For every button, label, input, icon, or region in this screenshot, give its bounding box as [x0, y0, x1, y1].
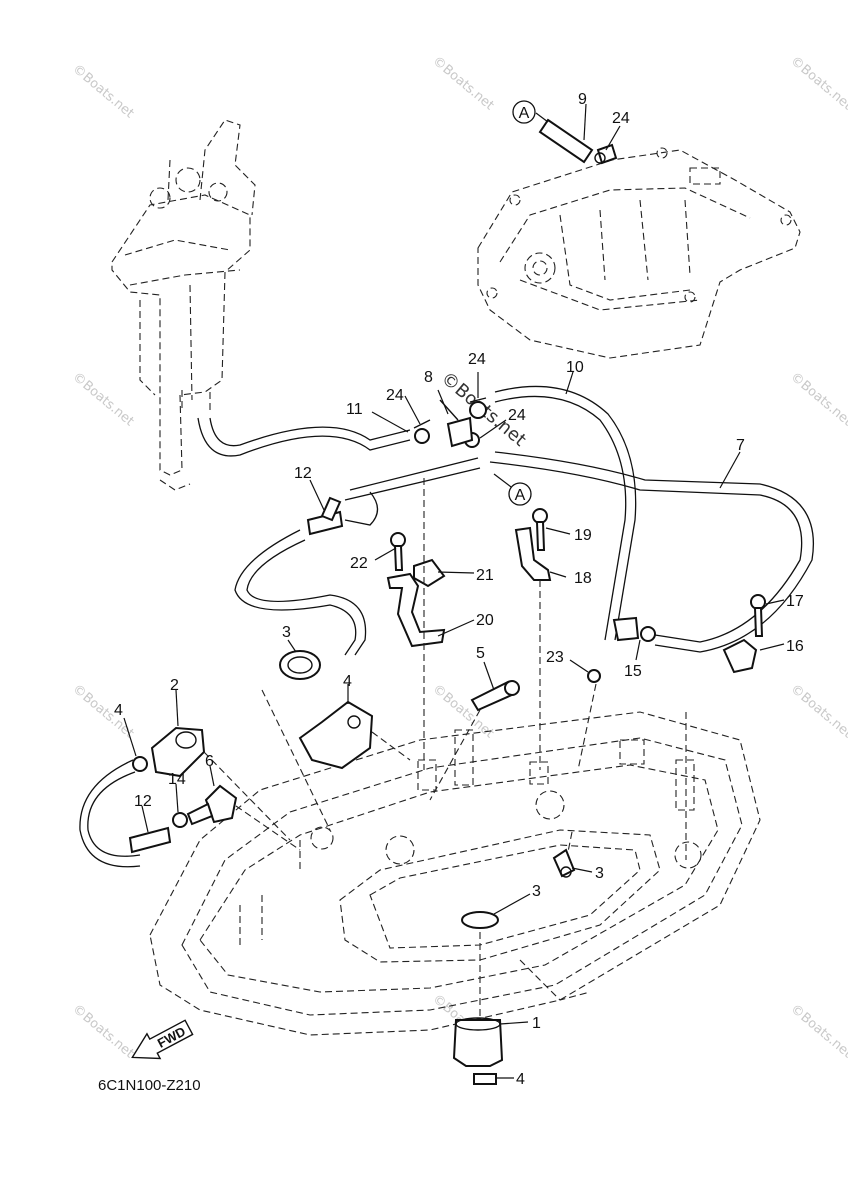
- grommet-3b: [461, 911, 499, 929]
- watermark: ©Boats.net: [69, 370, 136, 430]
- screw-7: [470, 680, 520, 712]
- hoses: [79, 118, 814, 868]
- clamp-16: [722, 638, 758, 674]
- callout-15: 14: [168, 771, 186, 788]
- clip-15b: [172, 812, 188, 828]
- callout-13: 12: [294, 465, 312, 482]
- callout-11: 9: [578, 91, 587, 108]
- bottom-cowling: [149, 711, 761, 1036]
- watermark: ©Boats.net: [69, 62, 136, 122]
- grommet-1: [452, 1017, 504, 1067]
- callout-6: 4: [343, 673, 352, 690]
- bracket-18: [514, 526, 552, 581]
- callout-16: 16: [786, 638, 804, 655]
- callout-8: 6: [205, 753, 214, 770]
- bolt-22: [390, 532, 406, 571]
- callout-12: 11: [346, 401, 363, 418]
- fitting-5: [552, 848, 576, 878]
- fwd-label: FWD: [155, 1024, 188, 1051]
- callout-14: 12: [134, 793, 152, 810]
- clip-4a: [132, 756, 148, 772]
- watermarks: ©Boats.net ©Boats.net ©Boats.net ©Boats.…: [69, 54, 848, 1062]
- hose-12-right: [494, 395, 627, 641]
- hose-clip-24b: [413, 419, 431, 444]
- clip-4b: [473, 1073, 497, 1085]
- hose-9: [489, 461, 803, 643]
- diagram-code: 6C1N100-Z210: [98, 1077, 201, 1094]
- ref-marker-label: A: [519, 105, 530, 122]
- callout-1: 1: [532, 1015, 541, 1032]
- hose-14-piece: [128, 826, 172, 854]
- hose-13-lower: [234, 529, 357, 656]
- watermark: ©Boats.net: [787, 682, 848, 742]
- callout-24: 24: [508, 407, 526, 424]
- leader-lines: [123, 103, 785, 1079]
- callout-12: 10: [566, 359, 584, 376]
- engine-block: [111, 119, 256, 491]
- hose-14: [87, 771, 141, 857]
- hose-12-left: [197, 417, 411, 457]
- grommet-3a: [279, 650, 321, 680]
- callout-18: 18: [574, 570, 592, 587]
- hose-11: [538, 118, 594, 164]
- ref-marker-a-top: A: [512, 100, 536, 124]
- callout-4: 4: [516, 1071, 525, 1088]
- callout-24: 24: [612, 110, 630, 127]
- bracket-20: [386, 572, 446, 648]
- watermark: ©Boats.net: [787, 370, 848, 430]
- grommet-23: [587, 669, 601, 683]
- grommet-2: [150, 726, 206, 778]
- watermark: ©Boats.net: [429, 682, 496, 742]
- ref-marker-a-mid: A: [508, 482, 532, 506]
- bolt-19: [532, 508, 548, 551]
- fitting-8: [186, 784, 238, 826]
- watermark: ©Boats.net: [69, 1002, 136, 1062]
- callout-23: 23: [546, 649, 564, 666]
- parts: [128, 143, 766, 1085]
- callouts: 9 24 10 24 8 24 24 11 7 12 22 21 20 19 1…: [114, 91, 804, 1088]
- clamp-21: [413, 558, 446, 588]
- callout-19: 19: [574, 527, 592, 544]
- callout-9: 7: [736, 437, 745, 454]
- ref-marker-label: A: [515, 487, 526, 504]
- watermark: ©Boats.net: [429, 54, 496, 114]
- callout-7: 5: [476, 645, 485, 662]
- callout-17: 17: [786, 593, 804, 610]
- hose-13-upper: [344, 467, 481, 501]
- callout-20: 20: [476, 612, 494, 629]
- callout-21: 21: [476, 567, 494, 584]
- callout-10: 8: [424, 369, 433, 386]
- callout-2: 2: [170, 677, 179, 694]
- hose-clip-24c: [469, 397, 487, 419]
- grommet-6: [298, 700, 374, 770]
- callout-3: 3: [282, 624, 291, 641]
- callout-15: 15: [624, 663, 642, 680]
- callout-3: 3: [532, 883, 541, 900]
- fitting-15: [612, 616, 656, 642]
- callout-24: 24: [386, 387, 404, 404]
- callout-5: 3: [595, 865, 604, 882]
- tee-joint-13: [306, 496, 344, 536]
- fwd-arrow: FWD: [131, 1019, 194, 1060]
- callout-24: 24: [468, 351, 486, 368]
- callout-22: 22: [350, 555, 368, 572]
- watermark: ©Boats.net: [69, 682, 136, 742]
- watermark: ©Boats.net: [787, 54, 848, 114]
- upper-bracket: [477, 147, 801, 359]
- callout-4: 4: [114, 702, 123, 719]
- watermark: ©Boats.net: [787, 1002, 848, 1062]
- bolt-17: [750, 594, 766, 637]
